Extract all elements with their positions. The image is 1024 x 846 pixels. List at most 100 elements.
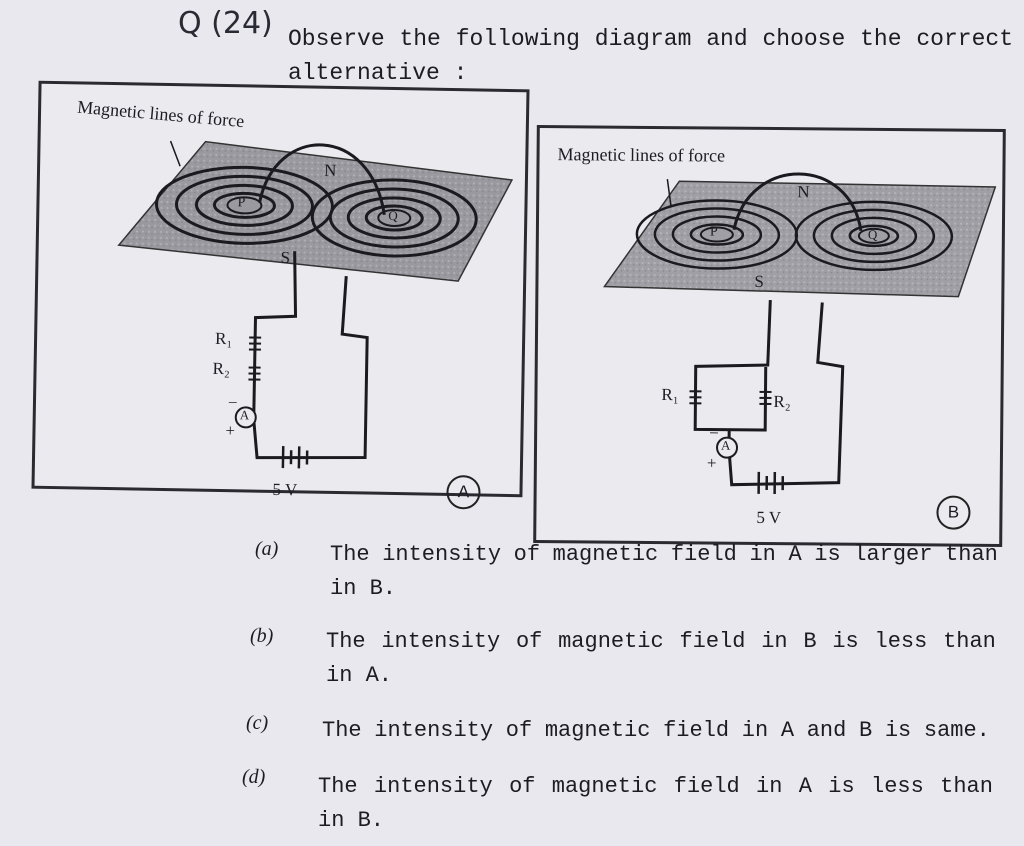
battery-a <box>281 446 309 469</box>
option-c-letter[interactable]: (c) <box>246 712 269 734</box>
option-word: in <box>761 629 788 654</box>
label-r2-b: R₂ <box>773 392 791 412</box>
option-word: than <box>945 542 998 567</box>
label-n-b: N <box>797 182 810 202</box>
option-b-letter[interactable]: (b) <box>250 625 274 647</box>
ammeter-b <box>716 436 739 459</box>
option-word: than <box>943 629 996 654</box>
option-word: field <box>673 774 740 799</box>
option-d-letter[interactable]: (d) <box>242 766 266 788</box>
point-q-a <box>377 208 412 227</box>
question-word: choose <box>762 26 846 52</box>
label-plus-b: + <box>706 453 717 473</box>
label-p-a: P <box>237 195 246 211</box>
option-word: is <box>884 718 912 743</box>
point-p-a <box>226 196 263 215</box>
figure-b-diagram <box>603 172 997 495</box>
point-p-b <box>699 226 734 243</box>
option-word: is <box>814 542 841 567</box>
option-b-line-2: in A. <box>326 663 393 688</box>
question-word: following <box>455 26 580 52</box>
option-a-line-2: in B. <box>330 576 397 601</box>
option-word: magnetic <box>552 542 659 567</box>
option-word: of <box>513 542 541 567</box>
resistor-r2-b <box>759 390 772 406</box>
battery-b <box>757 471 785 495</box>
option-word: The <box>326 629 366 654</box>
option-word: intensity <box>382 542 502 567</box>
option-word: B <box>858 718 873 743</box>
option-a-letter[interactable]: (a) <box>255 538 279 560</box>
option-word: A <box>798 774 812 799</box>
option-word: of <box>509 774 536 799</box>
label-ammeter-b: A <box>720 437 731 453</box>
option-word: less <box>874 629 928 654</box>
option-word: A <box>780 718 795 743</box>
label-voltage-b: 5 V <box>756 507 782 528</box>
parallel-branch-b <box>693 299 772 432</box>
option-word: The <box>318 774 358 799</box>
conductor-arc-a <box>258 143 386 216</box>
option-word: magnetic <box>551 774 658 799</box>
option-word: and <box>806 718 847 743</box>
question-number: Q (24) <box>178 6 273 41</box>
option-word: in <box>741 718 769 743</box>
option-word: magnetic <box>558 629 664 654</box>
option-word: intensity <box>381 629 501 654</box>
option-word: field <box>670 542 737 567</box>
option-word: intensity <box>373 774 493 799</box>
point-q-b <box>857 227 890 244</box>
question-word: the <box>860 26 902 52</box>
resistor-r2-a <box>248 366 261 381</box>
label-r1-a: R₁ <box>214 328 233 349</box>
label-p-b: P <box>709 224 718 240</box>
label-q-b: Q <box>867 226 878 242</box>
figure-b: Magnetic lines of force N S P Q R₁ R₂ A … <box>533 124 1006 548</box>
label-minus-a: − <box>227 393 238 413</box>
label-s-b: S <box>754 271 765 291</box>
question-word: diagram <box>594 26 692 52</box>
resistor-r1-a <box>248 336 262 351</box>
label-r1-b: R₁ <box>661 385 679 405</box>
option-word: field <box>663 718 730 743</box>
label-plus-a: + <box>225 421 236 441</box>
option-word: magnetic <box>544 718 651 743</box>
label-s-a: S <box>280 247 291 268</box>
label-q-a: Q <box>388 207 398 224</box>
figure-a-diagram <box>117 140 514 469</box>
field-lines-p-b <box>635 199 799 270</box>
option-word: than <box>940 774 993 799</box>
question-word: Observe <box>288 26 385 52</box>
option-word: same. <box>923 718 990 743</box>
option-word: is <box>828 774 855 799</box>
conductor-arc-b <box>732 172 863 232</box>
option-d-line-2: in B. <box>318 808 385 833</box>
option-word: in <box>749 542 776 567</box>
figure-a: Magnetic lines of force N S P Q R₁ R₂ A … <box>31 80 530 510</box>
option-word: The <box>330 542 370 567</box>
question-line-2: alternative : <box>288 60 468 86</box>
option-word: A <box>788 542 802 567</box>
ammeter-a <box>234 406 257 429</box>
figure-a-badge: A <box>446 474 481 510</box>
option-word: less <box>871 774 924 799</box>
label-ammeter-a: A <box>239 407 250 423</box>
label-voltage-a: 5 V <box>272 479 298 500</box>
figure-b-caption: Magnetic lines of force <box>557 144 726 166</box>
option-word: in <box>756 774 783 799</box>
option-word: is <box>832 629 859 654</box>
figure-b-badge: B <box>936 495 971 530</box>
resistor-r1-b <box>689 390 702 405</box>
option-word: intensity <box>374 718 494 743</box>
option-word: The <box>322 718 362 743</box>
option-word: larger <box>853 542 933 567</box>
